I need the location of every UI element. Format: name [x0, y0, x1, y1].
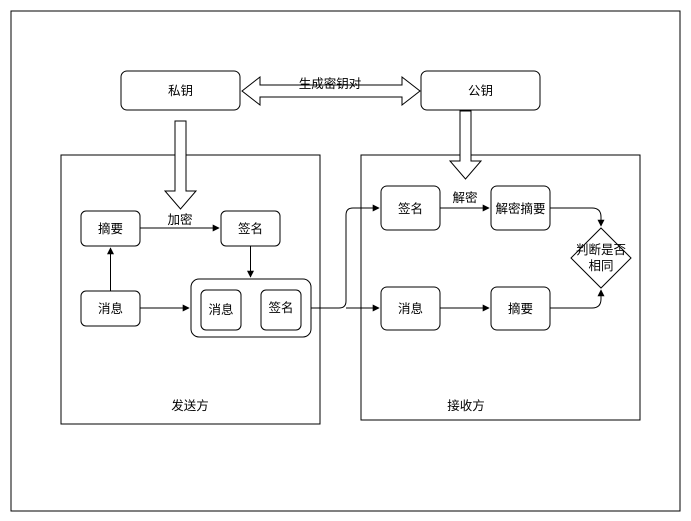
sender-digest-node[interactable]: 摘要: [80, 210, 141, 247]
packet-signature-label: 签名: [268, 300, 293, 315]
private-key-down-arrow: [163, 120, 198, 210]
receiver-group: [360, 154, 641, 421]
sender-message-node[interactable]: 消息: [80, 290, 141, 327]
decrypted-digest-node[interactable]: 解密摘要: [490, 185, 551, 231]
receiver-message-label: 消息: [398, 301, 423, 316]
packet-to-receiver-signature-edge: [311, 204, 380, 309]
sender-group: [60, 154, 321, 425]
private-key-node[interactable]: 私钥: [120, 70, 241, 111]
sender-signature-node[interactable]: 签名: [220, 210, 281, 247]
receiver-signature-node[interactable]: 签名: [380, 185, 441, 231]
receiver-digest-node[interactable]: 摘要: [490, 286, 551, 331]
generate-pair-label: 生成密钥对: [299, 76, 362, 91]
receiver-digest-label: 摘要: [508, 301, 533, 316]
packet-signature-node[interactable]: 签名: [260, 289, 302, 331]
decrypted-digest-label: 解密摘要: [495, 201, 545, 216]
decrypted-to-decision-edge: [550, 207, 605, 227]
digest-to-decision-edge: [550, 289, 605, 309]
receiver-message-node[interactable]: 消息: [380, 286, 441, 331]
sender-signature-label: 签名: [238, 221, 263, 236]
receiver-title: 接收方: [447, 398, 485, 413]
public-key-down-arrow: [448, 110, 483, 180]
receiver-signature-label: 签名: [398, 201, 423, 216]
public-key-node[interactable]: 公钥: [420, 70, 541, 111]
public-key-label: 公钥: [468, 83, 493, 98]
decision-label-line1: 判断是否: [576, 242, 626, 257]
packet-message-label: 消息: [208, 302, 233, 317]
compare-decision-node[interactable]: 判断是否 相同: [570, 227, 632, 289]
packet-message-node[interactable]: 消息: [200, 289, 242, 331]
sender-message-label: 消息: [98, 301, 123, 316]
sender-title: 发送方: [171, 398, 209, 413]
private-key-label: 私钥: [168, 83, 193, 98]
encrypt-label: 加密: [167, 212, 192, 227]
sender-digest-label: 摘要: [98, 221, 123, 236]
decrypt-label: 解密: [452, 190, 477, 205]
key-pair-double-arrow: [241, 75, 421, 107]
decision-label-line2: 相同: [588, 258, 613, 273]
